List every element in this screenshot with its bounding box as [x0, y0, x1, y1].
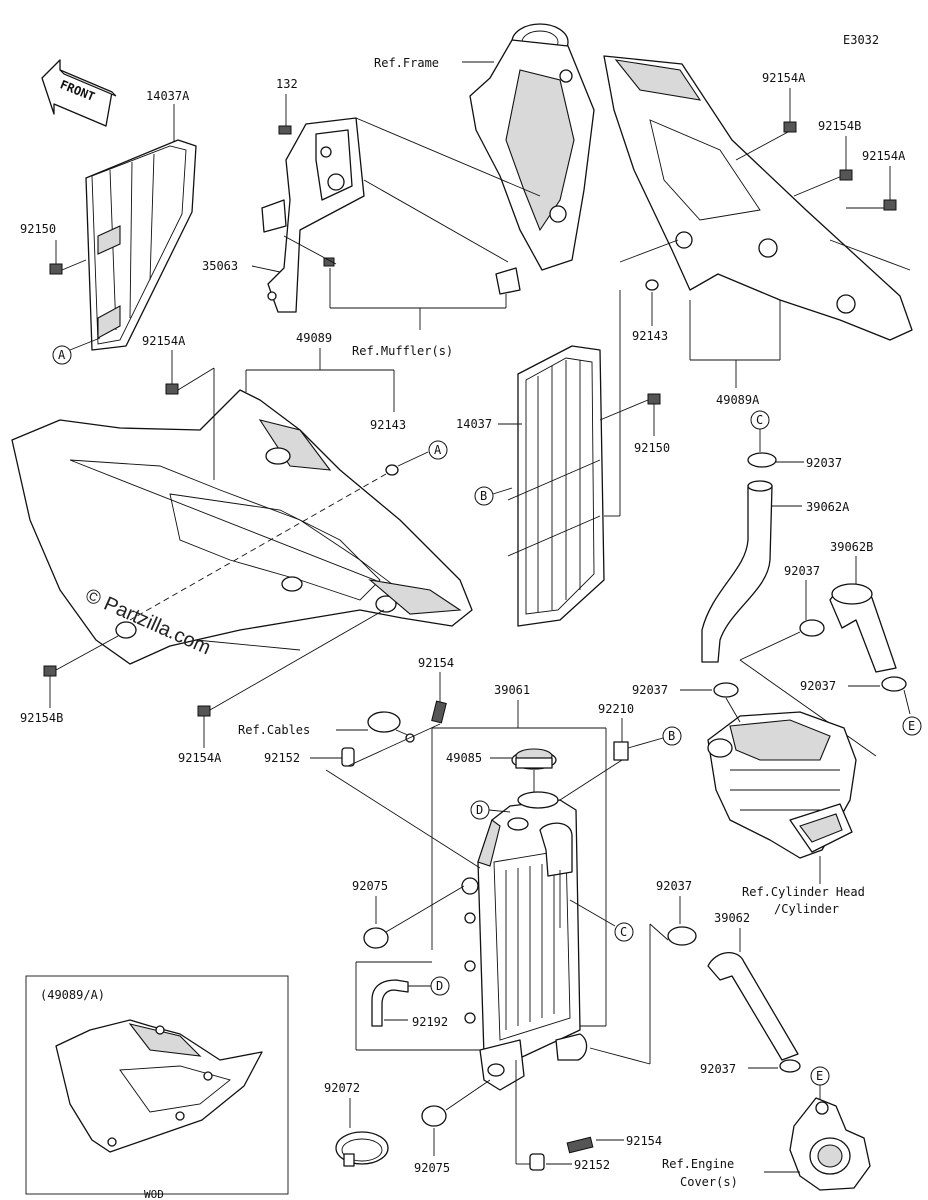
label-92075-top: 92075 [352, 879, 388, 893]
water-pump-cover-reference [789, 1097, 871, 1191]
callout-b-grill-label: B [480, 489, 487, 503]
radiator-cap [511, 748, 557, 770]
front-arrow-icon: FRONT [41, 59, 117, 127]
callout-a-left [52, 345, 72, 365]
label-39062A: 39062A [806, 500, 850, 514]
label-92154A-left: 92154A [142, 334, 186, 348]
label-92143-mid: 92143 [370, 418, 406, 432]
label-92072: 92072 [324, 1081, 360, 1095]
cable-clamp [367, 711, 415, 743]
label-14037A: 14037A [146, 89, 190, 103]
callout-a-mid-label: A [434, 443, 442, 457]
ref-cylinder-head-label-1: Ref.Cylinder Head [742, 885, 865, 899]
callout-d-low-label: D [436, 979, 443, 993]
label-92037-hose: 92037 [784, 564, 820, 578]
label-92154B-low: 92154B [20, 711, 63, 725]
cylinder-head-reference [707, 711, 857, 859]
label-92192: 92192 [412, 1015, 448, 1029]
callout-e-low-label: E [816, 1069, 823, 1083]
label-39061: 39061 [494, 683, 530, 697]
label-92154A-low: 92154A [178, 751, 222, 765]
label-92154-top: 92154 [418, 656, 454, 670]
inset-caption: WOD [144, 1188, 164, 1200]
radiator-shroud-left [11, 389, 473, 665]
ref-cylinder-head-label-2: /Cylinder [774, 902, 839, 916]
label-92143-right: 92143 [632, 329, 668, 343]
hose-39062A [701, 480, 773, 663]
grommet-top [363, 927, 389, 949]
hose-39062 [707, 952, 799, 1061]
label-92037-c: 92037 [806, 456, 842, 470]
label-92154A-top2: 92154A [862, 149, 906, 163]
label-92154B-top: 92154B [818, 119, 861, 133]
callout-e-top [902, 716, 922, 736]
hose-clamp-c [747, 452, 777, 468]
callout-b-rad [662, 726, 682, 746]
callout-c-rad [614, 922, 634, 942]
callout-d-top-label: D [476, 803, 483, 817]
callout-a-mid [428, 440, 448, 460]
radiator-grill-right [507, 345, 605, 627]
label-49085: 49085 [446, 751, 482, 765]
label-92037-bottom: 92037 [700, 1062, 736, 1076]
radiator [461, 799, 588, 1091]
callout-c-rad-label: C [620, 925, 627, 939]
label-92154-low: 92154 [626, 1134, 662, 1148]
label-49089: 49089 [296, 331, 332, 345]
radiator-grill-left [85, 139, 197, 351]
inset-title: (49089/A) [40, 988, 105, 1002]
ref-engine-cover-label-1: Ref.Engine [662, 1157, 734, 1171]
inset-box [25, 975, 289, 1195]
hose-39062B [829, 583, 897, 673]
radiator-shroud-right [603, 55, 913, 341]
breather-hose [371, 979, 409, 1027]
callout-b-grill [474, 486, 494, 506]
label-92075-low: 92075 [414, 1161, 450, 1175]
label-14037: 14037 [456, 417, 492, 431]
hose-clamp-upper [799, 619, 825, 637]
label-92152-top: 92152 [264, 751, 300, 765]
bracket-35063 [261, 117, 365, 313]
hose-clip-92072 [335, 1131, 389, 1167]
label-39062: 39062 [714, 911, 750, 925]
hose-clamp-lower [667, 926, 697, 946]
label-92037-low: 92037 [656, 879, 692, 893]
hose-clamp-bottom [779, 1059, 801, 1073]
hose-clamp-e-top [881, 676, 907, 692]
label-92037-b: 92037 [632, 683, 668, 697]
ref-mufflers-label: Ref.Muffler(s) [352, 344, 453, 358]
label-49089A: 49089A [716, 393, 760, 407]
grommet-low [421, 1105, 447, 1127]
label-92150-left: 92150 [20, 222, 56, 236]
callout-a-left-label: A [58, 348, 66, 362]
label-35063: 35063 [202, 259, 238, 273]
label-92152-low: 92152 [574, 1158, 610, 1172]
label-92154A-top1: 92154A [762, 71, 806, 85]
label-92210: 92210 [598, 702, 634, 716]
label-39062B: 39062B [830, 540, 873, 554]
ref-frame-label: Ref.Frame [374, 56, 439, 70]
inset-shroud [55, 1019, 263, 1153]
label-132: 132 [276, 77, 298, 91]
hose-clamp-cylinder [713, 682, 739, 698]
callout-c-top-label: C [756, 413, 763, 427]
diagram-code: E3032 [843, 33, 879, 47]
ref-engine-cover-label-2: Cover(s) [680, 1175, 738, 1189]
label-92150-mid: 92150 [634, 441, 670, 455]
ref-cables-label: Ref.Cables [238, 723, 310, 737]
callout-b-rad-label: B [668, 729, 675, 743]
frame-reference [469, 23, 595, 271]
callout-e-top-label: E [908, 719, 915, 733]
label-92037-e: 92037 [800, 679, 836, 693]
